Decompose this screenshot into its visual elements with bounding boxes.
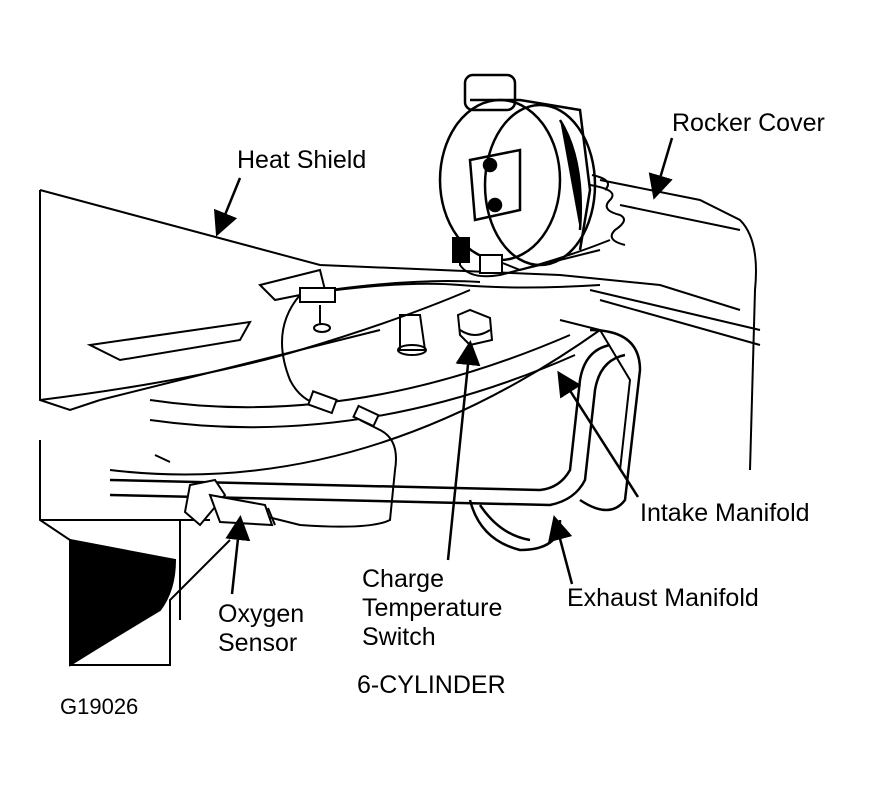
engine-block (39, 440, 231, 667)
rocker-cover-label: Rocker Cover (672, 109, 825, 137)
arrow-heat-shield (213, 177, 242, 237)
arrow-charge-temp-switch (446, 340, 481, 561)
heat-shield (39, 189, 741, 412)
oxygen-sensor (183, 478, 276, 527)
charge-temp-label-line1: Charge (362, 565, 444, 593)
intake-fittings (154, 305, 427, 463)
arrow-oxygen-sensor (225, 515, 251, 595)
intake-manifold (109, 319, 632, 476)
heat-shield-label: Heat Shield (237, 146, 367, 174)
connectors (299, 237, 503, 428)
air-cleaner-housing (438, 73, 597, 267)
charge-temp-label-line2: Temperature (362, 594, 503, 622)
arrow-rocker-cover (648, 137, 674, 200)
exhaust-manifold-label: Exhaust Manifold (567, 584, 759, 612)
figure-id-label: G19026 (60, 694, 139, 719)
arrow-intake-manifold (557, 370, 640, 498)
rocker-cover (589, 179, 761, 471)
arrow-exhaust-manifold (548, 515, 574, 585)
coiled-hose (589, 174, 626, 246)
intake-manifold-label: Intake Manifold (640, 499, 810, 527)
engine-type-label: 6-CYLINDER (357, 671, 506, 699)
leader-arrows (213, 137, 674, 595)
oxygen-sensor-label-line2: Sensor (218, 629, 298, 657)
wiring-harness (259, 239, 611, 528)
exhaust-manifold (109, 328, 642, 552)
oxygen-sensor-label-line1: Oxygen (218, 600, 305, 628)
charge-temp-label-line3: Switch (362, 623, 436, 651)
